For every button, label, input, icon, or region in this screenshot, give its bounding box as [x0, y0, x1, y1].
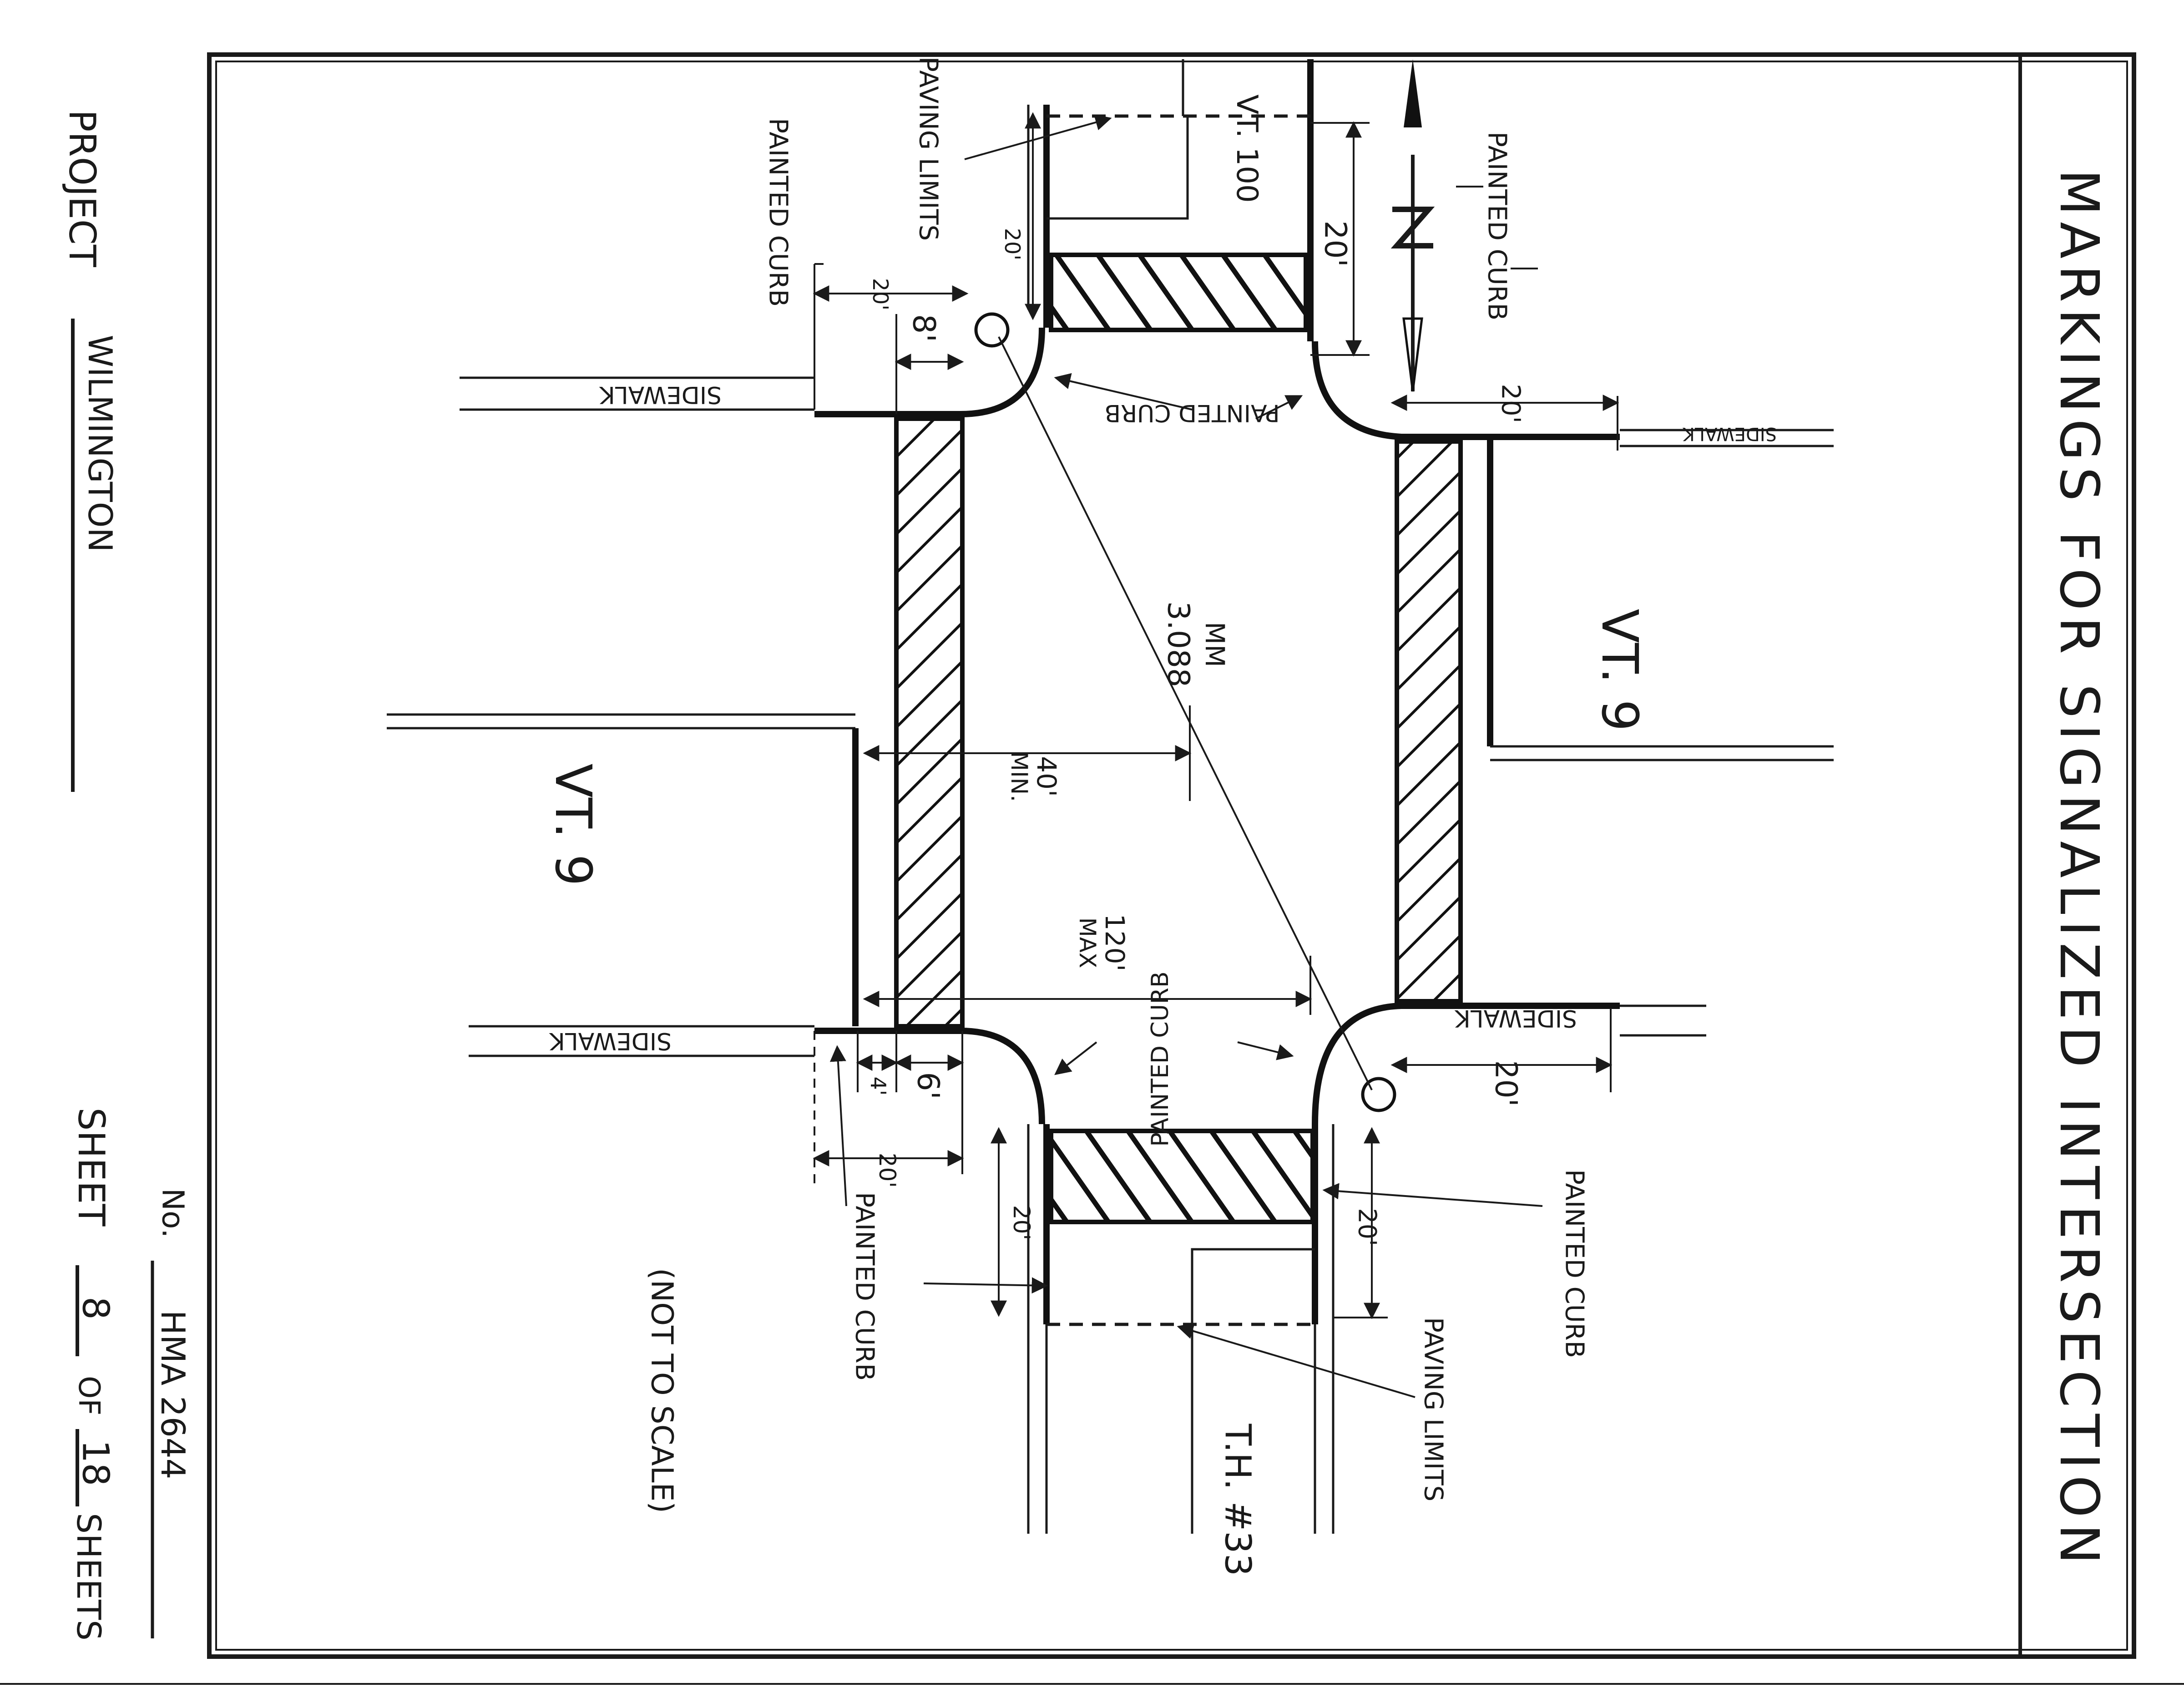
dim-text-se-20-horizontal: 20' [1489, 1060, 1524, 1106]
frame-inner [215, 61, 2128, 1651]
dim-text-nw-20-vertical: 20' [1000, 228, 1025, 260]
road-label-th33: T.H. #33 [1217, 1424, 1258, 1576]
sidewalk-label-nw: SIDEWALK [599, 381, 722, 408]
road-label-vt9-east: VT. 9 [1591, 609, 1649, 731]
sheet-title: MARKINGS FOR SIGNALIZED INTERSECTION [2048, 169, 2111, 1571]
crosswalk-east [1395, 439, 1463, 1004]
leader-painted-curb-sw [829, 1045, 847, 1206]
sidewalk-label-se: SIDEWALK [1454, 1004, 1577, 1032]
dim-text-nw-20-horizontal: 20' [868, 278, 893, 310]
project-name: WILMINGTON [81, 335, 119, 553]
project-label: PROJECT [61, 110, 103, 268]
number-value: HMA 2644 [154, 1310, 192, 1480]
dim-text-ne-20-vertical: 20' [1318, 220, 1353, 267]
leader-paving-limits-north [964, 114, 1112, 160]
sheets-label: SHEETS [70, 1513, 108, 1641]
leader-painted-curb-south [923, 1277, 1048, 1294]
painted-curb-label-sw: PAINTED CURB [850, 1192, 880, 1381]
road-label-vt100: VT. 100 [1230, 95, 1264, 203]
leader-painted-curb-north-mid [1054, 373, 1193, 411]
north-leg-building-left [1046, 116, 1189, 220]
east-road-top-curb [1312, 341, 1620, 440]
east-road-bottom-curb [1312, 1003, 1620, 1125]
paving-limits-label-north: PAVING LIMITS [914, 56, 943, 241]
painted-curb-label-north-mid: PAINTED CURB [1104, 399, 1279, 426]
dim-text-min: MIN. [1006, 751, 1032, 802]
leader-painted-curb-sw-mid-2 [1237, 1041, 1294, 1060]
dim-text-sw-20-vertical: 20' [1008, 1205, 1035, 1240]
leader-painted-curb-se [1322, 1183, 1543, 1207]
painted-curb-label-nw: PAINTED CURB [763, 118, 793, 307]
south-leg-island [1191, 1248, 1315, 1534]
north-arrow-head [1404, 59, 1422, 127]
dim-text-se-20-vertical: 20' [1353, 1208, 1382, 1246]
leader-painted-curb-sw-mid [1054, 1041, 1097, 1075]
sheet-number: 8 [75, 1297, 117, 1320]
mm-value: 3.088 [1161, 601, 1196, 687]
sheet-of-label: OF [72, 1376, 106, 1415]
mm-diagonal-line [998, 336, 1373, 1090]
not-to-scale-note: (NOT TO SCALE) [645, 1268, 680, 1513]
dim-text-sw-4: 4' [866, 1077, 890, 1096]
road-label-vt9-west: VT. 9 [544, 764, 602, 886]
leader-painted-curb-north-mid-2 [1255, 395, 1303, 420]
sidewalk-label-ne: SIDEWALK [1682, 423, 1777, 444]
sheet-label: SHEET [70, 1107, 112, 1227]
north-arrow-tail [1402, 317, 1423, 392]
dim-text-ne-20-horizontal: 20' [1496, 384, 1526, 423]
mm-label: MM [1199, 622, 1230, 667]
leader-paving-limits-south [1177, 1323, 1416, 1398]
dim-text-nw-8: 8' [905, 314, 941, 342]
crosswalk-north [1049, 253, 1308, 332]
leader-painted-curb-ne [1456, 186, 1538, 269]
painted-curb-label-ne: PAINTED CURB [1482, 132, 1512, 320]
dim-text-40: 40' [1031, 756, 1062, 797]
west-road-bottom-curb [814, 1028, 1045, 1125]
signal-pole-southeast [1361, 1077, 1396, 1112]
crosswalk-west [894, 416, 965, 1029]
dim-text-sw-6: 6' [911, 1072, 946, 1099]
painted-curb-label-south-mid: PAINTED CURB [1147, 971, 1174, 1146]
signal-pole-northwest [974, 312, 1010, 348]
crosswalk-south [1049, 1129, 1315, 1224]
west-road-top-curb [814, 327, 1045, 417]
dim-text-120: 120' [1099, 914, 1130, 972]
sheet-total: 18 [75, 1440, 117, 1486]
dim-text-max: MAX [1074, 918, 1101, 968]
paving-limits-label-south: PAVING LIMITS [1419, 1317, 1448, 1501]
frame-outer [207, 52, 2136, 1659]
painted-curb-label-se: PAINTED CURB [1560, 1169, 1589, 1358]
dim-text-sw-20-horizontal: 20' [874, 1153, 900, 1188]
north-arrow-letter [1390, 207, 1435, 248]
sidewalk-label-sw: SIDEWALK [549, 1027, 672, 1054]
number-label: No. [156, 1188, 191, 1238]
